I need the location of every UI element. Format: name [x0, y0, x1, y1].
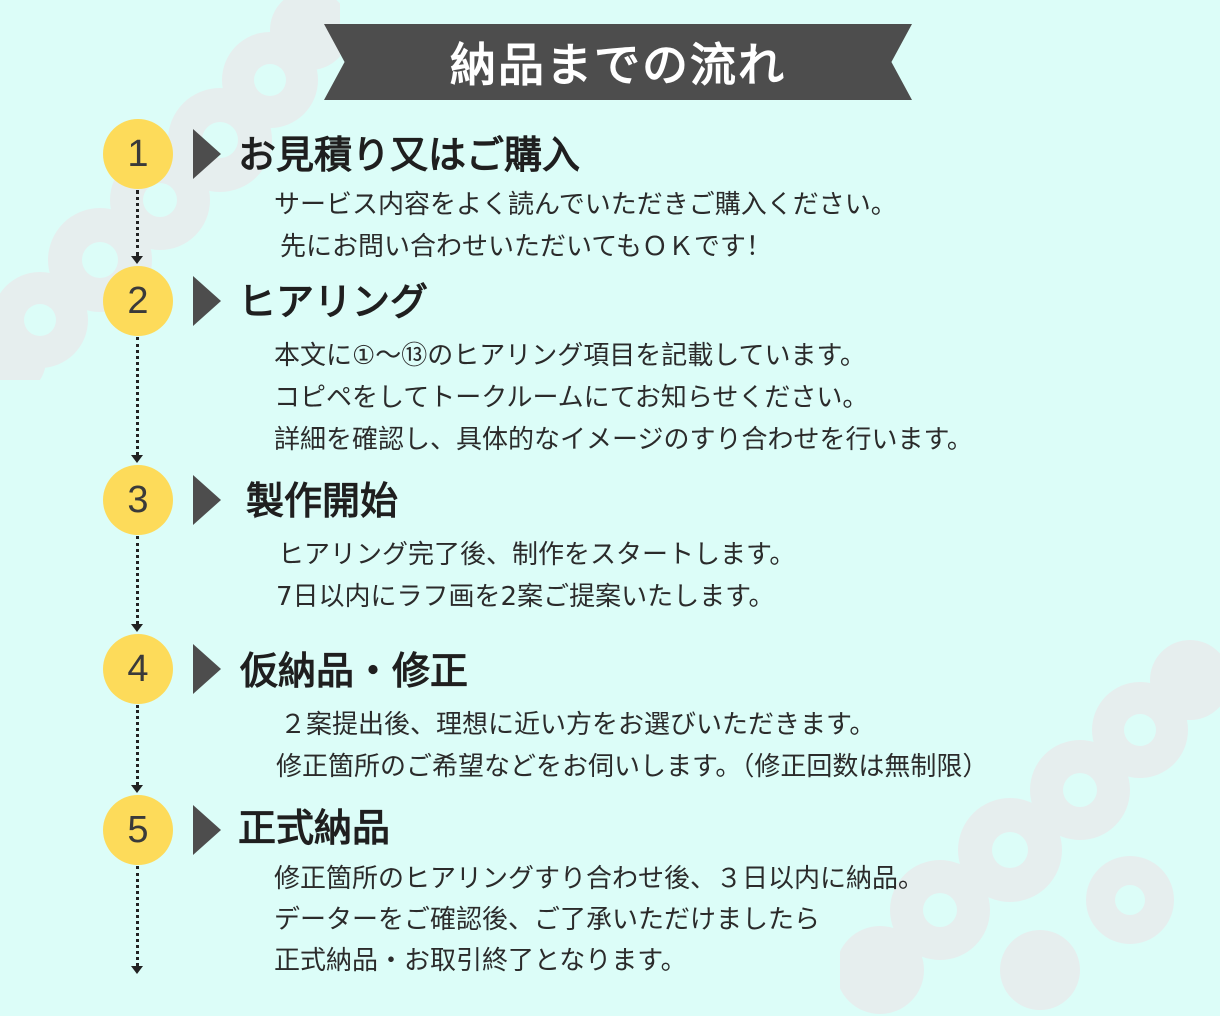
step-number-badge: 3 — [103, 465, 173, 535]
arrow-down-icon — [131, 785, 143, 793]
step-number-badge: 4 — [103, 634, 173, 704]
arrow-down-icon — [131, 455, 143, 463]
step-title: ヒアリング — [238, 280, 429, 324]
title-banner: 納品までの流れ — [324, 24, 912, 100]
step-description-line: コピペをしてトークルームにてお知らせください。 — [274, 383, 869, 413]
step-description-line: 7日以内にラフ画を2案ご提案いたします。 — [276, 582, 775, 612]
step-description-line: データーをご確認後、ご了承いただけましたら — [274, 905, 821, 935]
arrow-down-icon — [131, 624, 143, 632]
timeline-connector — [136, 866, 139, 966]
page-title: 納品までの流れ — [450, 38, 786, 92]
step-number-badge: 2 — [103, 266, 173, 336]
step-title: 製作開始 — [246, 479, 399, 523]
step-number-badge: 5 — [103, 795, 173, 865]
timeline-connector — [136, 536, 139, 624]
step-title: 仮納品・修正 — [240, 649, 469, 693]
step-title: 正式納品 — [238, 806, 391, 850]
timeline-connector — [136, 337, 139, 455]
play-arrow-icon — [193, 129, 221, 179]
step-number-badge: 1 — [103, 119, 173, 189]
play-arrow-icon — [193, 644, 221, 694]
arrow-down-icon — [131, 256, 143, 264]
play-arrow-icon — [193, 805, 221, 855]
timeline-connector — [136, 705, 139, 785]
step-description-line: ヒアリング完了後、制作をスタートします。 — [278, 540, 796, 570]
step-description-line: ２案提出後、理想に近い方をお選びいただきます。 — [280, 710, 876, 740]
play-arrow-icon — [193, 276, 221, 326]
step-description-line: 修正箇所のヒアリングすり合わせ後、３日以内に納品。 — [274, 864, 925, 894]
step-description-line: サービス内容をよく読んでいただきご購入ください。 — [274, 190, 897, 220]
step-description-line: 正式納品・お取引終了となります。 — [274, 946, 687, 976]
play-arrow-icon — [193, 475, 221, 525]
lace-decoration-bottom-right — [840, 640, 1220, 1014]
step-description-line: 本文に①～⑬のヒアリング項目を記載しています。 — [274, 341, 866, 371]
arrow-down-icon — [131, 966, 143, 974]
step-description-line: 先にお問い合わせいただいてもＯＫです！ — [280, 232, 772, 262]
step-description-line: 詳細を確認し、具体的なイメージのすり合わせを行います。 — [274, 425, 973, 455]
timeline-connector — [136, 190, 139, 256]
step-title: お見積り又はご購入 — [238, 133, 581, 177]
step-description-line: 修正箇所のご希望などをお伺いします。（修正回数は無制限） — [276, 752, 989, 782]
